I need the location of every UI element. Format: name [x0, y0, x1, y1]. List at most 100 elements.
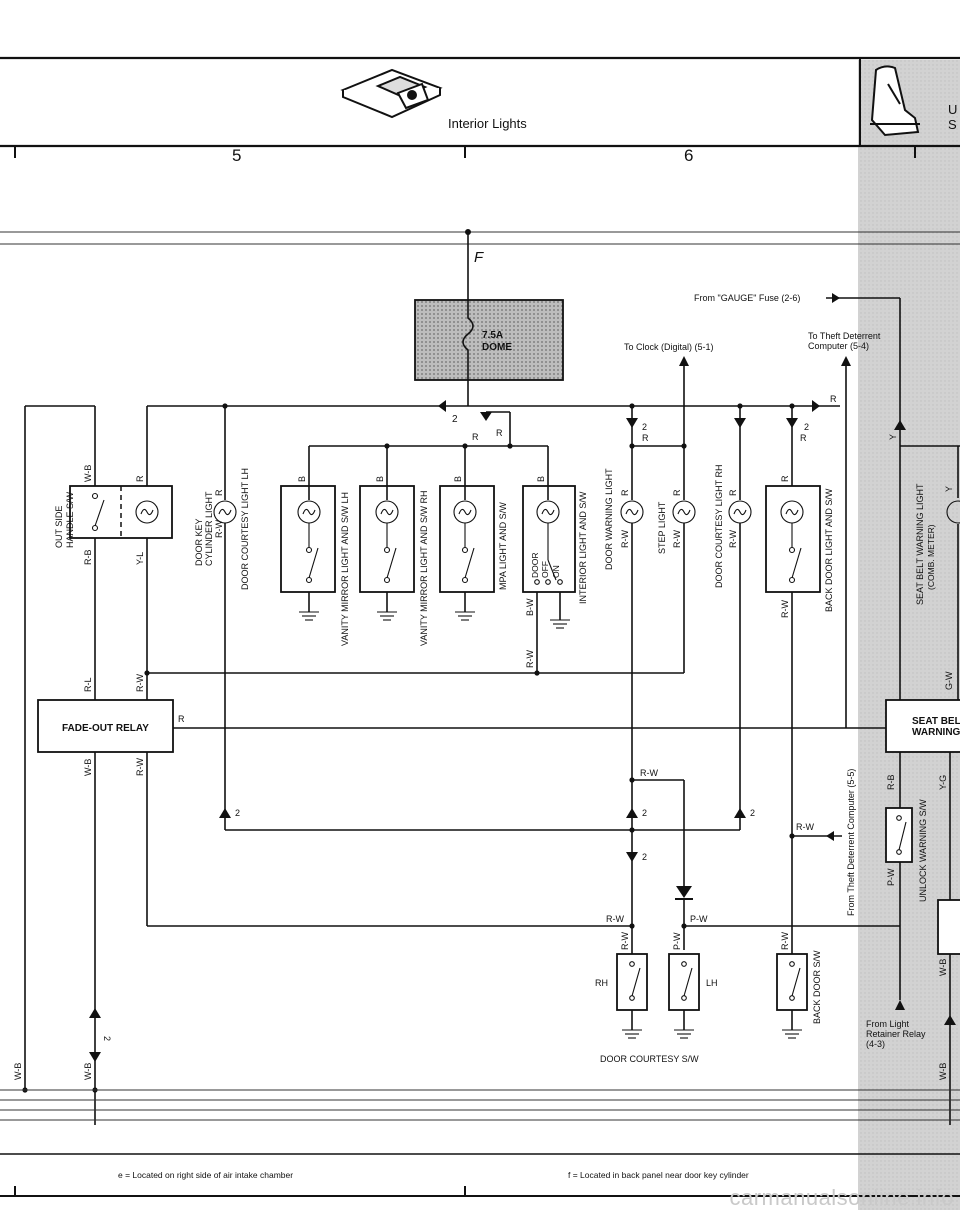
interior-light-label: INTERIOR LIGHT AND S/W: [578, 491, 588, 604]
svg-text:R: R: [800, 433, 807, 443]
svg-text:W-B: W-B: [938, 959, 948, 976]
fade-out-relay: [37, 699, 174, 753]
svg-text:R-W: R-W: [620, 932, 630, 950]
gauge-fuse-label: From "GAUGE" Fuse (2-6): [694, 293, 800, 303]
svg-text:Y: Y: [944, 486, 954, 492]
svg-text:P-W: P-W: [672, 932, 682, 950]
svg-text:B: B: [297, 476, 307, 482]
svg-text:2: 2: [642, 808, 647, 818]
svg-text:P-W: P-W: [886, 868, 896, 886]
svg-text:R-W: R-W: [135, 674, 145, 692]
fuse-symbol: [462, 300, 474, 380]
svg-text:R: R: [780, 475, 790, 482]
from-theft-label: From Theft Deterrent Computer (5-5): [846, 769, 856, 916]
svg-text:R: R: [135, 475, 145, 482]
svg-text:R-W: R-W: [796, 822, 814, 832]
svg-text:B: B: [375, 476, 385, 482]
svg-text:RH: RH: [595, 978, 608, 988]
seat-icon: [870, 65, 920, 137]
svg-text:R: R: [728, 489, 738, 496]
svg-text:R: R: [214, 489, 224, 496]
to-clock-label: To Clock (Digital) (5-1): [624, 342, 714, 352]
top-bus: [0, 231, 960, 245]
vanity-mirror-lh: [280, 485, 336, 593]
svg-text:W-B: W-B: [83, 1063, 93, 1080]
svg-text:Y-G: Y-G: [938, 775, 948, 790]
outside-handle-label: OUT SIDEHANDLE S/W: [54, 491, 75, 548]
svg-text:R: R: [642, 433, 649, 443]
svg-text:DOOR: DOOR: [530, 553, 540, 579]
svg-text:R-W: R-W: [525, 650, 535, 668]
svg-text:2: 2: [804, 422, 809, 432]
back-door-sw-label: BACK DOOR S/W: [812, 950, 822, 1024]
svg-text:R-B: R-B: [83, 550, 93, 566]
svg-text:R: R: [496, 428, 503, 438]
diode: [675, 886, 693, 900]
fuse-rating: 7.5A: [482, 330, 503, 341]
seat-belt-warning-relay: [885, 699, 960, 753]
footnote-e: e = Located on right side of air intake …: [118, 1170, 293, 1180]
fuse-node-label: F: [474, 249, 484, 266]
svg-text:Y: Y: [888, 434, 898, 440]
mpa-light-switch: [439, 485, 495, 593]
header-frame: [0, 56, 960, 158]
vanity-rh-label: VANITY MIRROR LIGHT AND S/W RH: [419, 490, 429, 646]
svg-text:R-W: R-W: [620, 530, 630, 548]
svg-text:W-B: W-B: [938, 1063, 948, 1080]
svg-text:P-W: P-W: [690, 914, 708, 924]
svg-text:B-W: B-W: [525, 598, 535, 616]
svg-text:R-W: R-W: [135, 758, 145, 776]
svg-text:B: B: [536, 476, 546, 482]
fuse-name: DOME: [482, 342, 512, 353]
vanity-lh-label: VANITY MIRROR LIGHT AND S/W LH: [340, 492, 350, 646]
step-light-label: STEP LIGHT: [657, 501, 667, 554]
header-title: Interior Lights: [448, 116, 527, 131]
svg-text:R-W: R-W: [780, 600, 790, 618]
svg-text:R-B: R-B: [886, 775, 896, 791]
seat-belt-light-label: SEAT BELT WARNING LIGHT: [915, 483, 925, 605]
door-courtesy-sw-label: DOOR COURTESY S/W: [600, 1054, 699, 1064]
svg-text:R-W: R-W: [728, 530, 738, 548]
svg-text:R: R: [672, 489, 682, 496]
svg-text:R-W: R-W: [606, 914, 624, 924]
svg-text:2: 2: [235, 808, 240, 818]
seat-belt-light-sub: (COMB. METER): [926, 524, 936, 590]
footnote-f: f = Located in back panel near door key …: [568, 1170, 749, 1180]
bottom-bus: [0, 1089, 960, 1121]
svg-text:R: R: [178, 714, 185, 724]
svg-text:OFF: OFF: [540, 561, 550, 578]
svg-text:W-B: W-B: [13, 1063, 23, 1080]
grid-number-6: 6: [684, 146, 693, 165]
svg-text:2: 2: [642, 852, 647, 862]
svg-text:R-W: R-W: [214, 520, 224, 538]
svg-text:2: 2: [642, 422, 647, 432]
svg-text:W-B: W-B: [83, 759, 93, 776]
grid-number-5: 5: [232, 146, 241, 165]
svg-text:ON: ON: [551, 565, 561, 578]
right-partial-switch: [937, 899, 960, 955]
interior-light-switch: [522, 485, 576, 593]
svg-text:R: R: [830, 394, 837, 404]
door-warning-label: DOOR WARNING LIGHT: [604, 468, 614, 570]
svg-text:LH: LH: [706, 978, 718, 988]
svg-text:2: 2: [102, 1036, 112, 1041]
watermark: carmanualsonline.info: [729, 1185, 954, 1210]
svg-text:R: R: [620, 489, 630, 496]
svg-text:B: B: [453, 476, 463, 482]
dome-light-icon: [340, 68, 443, 119]
door-courtesy-rh-label: DOOR COURTESY LIGHT RH: [714, 464, 724, 588]
svg-text:W-B: W-B: [83, 465, 93, 482]
door-key-cyl-label: DOOR KEYCYLINDER LIGHT: [194, 491, 214, 566]
svg-text:Y-L: Y-L: [135, 552, 145, 565]
svg-text:G-W: G-W: [944, 671, 954, 690]
svg-text:R-W: R-W: [640, 768, 658, 778]
back-door-light-label: BACK DOOR LIGHT AND S/W: [824, 488, 834, 612]
svg-text:R: R: [472, 432, 479, 442]
fuse-box: [414, 299, 564, 381]
svg-text:R-W: R-W: [780, 932, 790, 950]
